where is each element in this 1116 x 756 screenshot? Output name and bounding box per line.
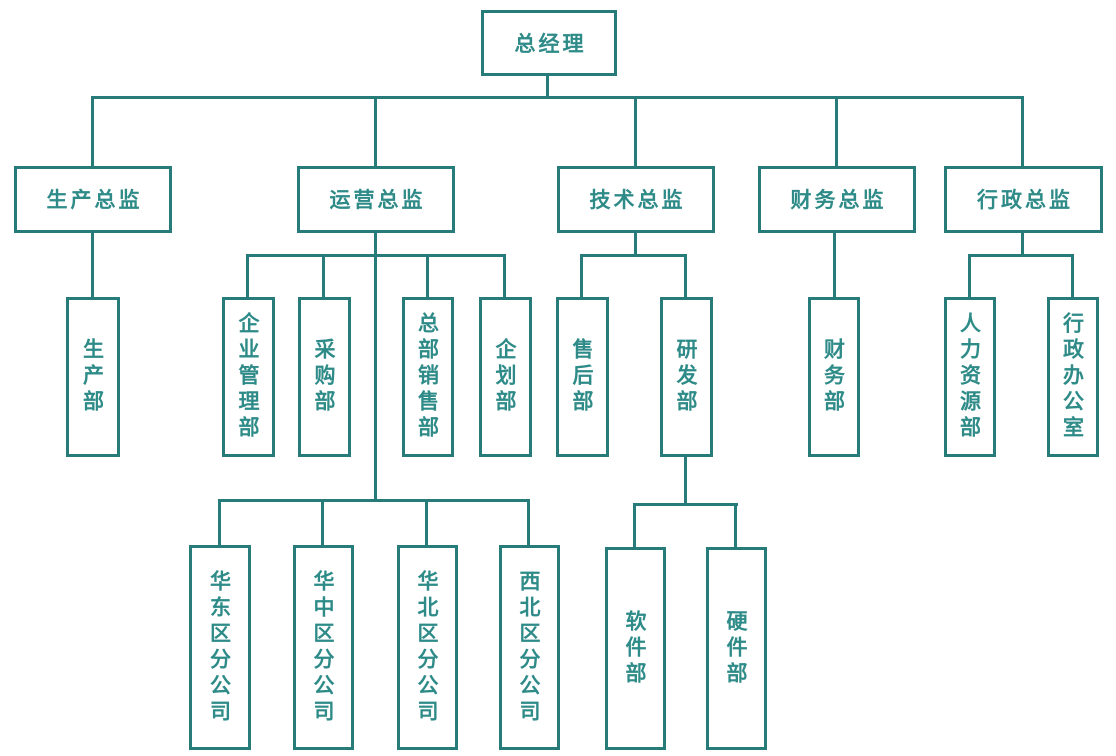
connector-technical-bus (580, 254, 687, 257)
node-production-dept: 生产部 (66, 297, 120, 457)
node-technical-director-label: 技术总监 (589, 187, 686, 212)
node-operations-director-label: 运营总监 (329, 187, 426, 212)
node-admin-director-label: 行政总监 (977, 187, 1073, 212)
connector-drop-north-china-branch (425, 499, 428, 545)
node-hardware-dept: 硬件部 (706, 547, 767, 750)
connector-operations-bus (246, 254, 506, 257)
node-software-dept-label: 软件部 (623, 609, 648, 688)
node-admin-office: 行政办公室 (1047, 297, 1099, 457)
connector-drop-software-dept (633, 503, 636, 547)
node-north-china-branch: 华北区分公司 (397, 545, 458, 750)
node-enterprise-management-dept-label: 企业管理部 (236, 312, 261, 442)
connector-ceo-drop (546, 76, 549, 98)
connector-drop-finance-director (835, 96, 838, 166)
connector-admin-drop (1021, 233, 1024, 257)
node-admin-office-label: 行政办公室 (1060, 312, 1086, 442)
node-general-manager-label: 总经理 (514, 30, 587, 56)
node-production-dept-label: 生产部 (80, 338, 106, 416)
connector-drop-operations-director (374, 96, 377, 166)
node-hq-sales-dept: 总部销售部 (402, 297, 454, 457)
connector-production-dept-drop (91, 233, 94, 297)
connector-drop-after-sales-dept (580, 254, 583, 297)
node-finance-dept-label: 财务部 (821, 338, 847, 416)
node-enterprise-management-dept: 企业管理部 (222, 297, 275, 457)
node-general-manager: 总经理 (481, 10, 617, 76)
connector-branches-bus (218, 499, 530, 502)
node-rd-dept: 研发部 (660, 297, 713, 457)
connector-finance-dept-drop (833, 233, 836, 297)
node-hr-dept-label: 人力资源部 (957, 312, 983, 442)
node-planning-dept-label: 企划部 (493, 338, 518, 416)
node-finance-director: 财务总监 (758, 166, 916, 233)
node-rd-dept-label: 研发部 (674, 338, 699, 416)
node-east-china-branch: 华东区分公司 (189, 545, 251, 750)
connector-drop-central-china-branch (321, 499, 324, 545)
connector-drop-east-china-branch (218, 499, 221, 545)
node-north-china-branch-label: 华北区分公司 (415, 569, 440, 726)
connector-admin-bus (968, 254, 1074, 257)
node-admin-director: 行政总监 (944, 166, 1103, 233)
node-central-china-branch: 华中区分公司 (293, 545, 354, 750)
connector-drop-planning-dept (503, 254, 506, 297)
connector-level2-bus (91, 96, 1024, 99)
connector-drop-admin-office (1071, 254, 1074, 297)
connector-rd-bus (633, 503, 738, 506)
node-northwest-branch: 西北区分公司 (499, 545, 560, 750)
node-planning-dept: 企划部 (479, 297, 532, 457)
node-hardware-dept-label: 硬件部 (724, 609, 749, 688)
node-finance-dept: 财务部 (808, 297, 860, 457)
node-purchasing-dept-label: 采购部 (312, 338, 337, 416)
node-finance-director-label: 财务总监 (790, 187, 887, 212)
connector-technical-drop (634, 233, 637, 257)
node-northwest-branch-label: 西北区分公司 (517, 569, 542, 726)
node-hq-sales-dept-label: 总部销售部 (415, 312, 441, 442)
connector-drop-production-director (91, 96, 94, 166)
node-technical-director: 技术总监 (557, 166, 715, 233)
node-after-sales-dept: 售后部 (556, 297, 609, 457)
connector-rd-drop (684, 457, 687, 505)
connector-drop-purchasing-dept (322, 254, 325, 297)
connector-drop-hr-dept (968, 254, 971, 297)
connector-drop-rd-dept (684, 254, 687, 297)
connector-drop-technical-director (634, 96, 637, 166)
node-operations-director: 运营总监 (297, 166, 455, 233)
node-purchasing-dept: 采购部 (298, 297, 351, 457)
connector-drop-enterprise-management-dept (246, 254, 249, 297)
node-east-china-branch-label: 华东区分公司 (207, 569, 233, 726)
connector-drop-admin-director (1021, 96, 1024, 166)
connector-drop-hq-sales-dept (426, 254, 429, 297)
node-software-dept: 软件部 (605, 547, 666, 750)
node-after-sales-dept-label: 售后部 (570, 338, 595, 416)
node-central-china-branch-label: 华中区分公司 (311, 569, 336, 726)
node-production-director: 生产总监 (14, 166, 172, 233)
node-hr-dept: 人力资源部 (944, 297, 996, 457)
connector-drop-hardware-dept (734, 503, 737, 547)
connector-drop-northwest-branch (527, 499, 530, 545)
node-production-director-label: 生产总监 (46, 187, 143, 212)
connector-operations-main-drop (374, 233, 377, 502)
